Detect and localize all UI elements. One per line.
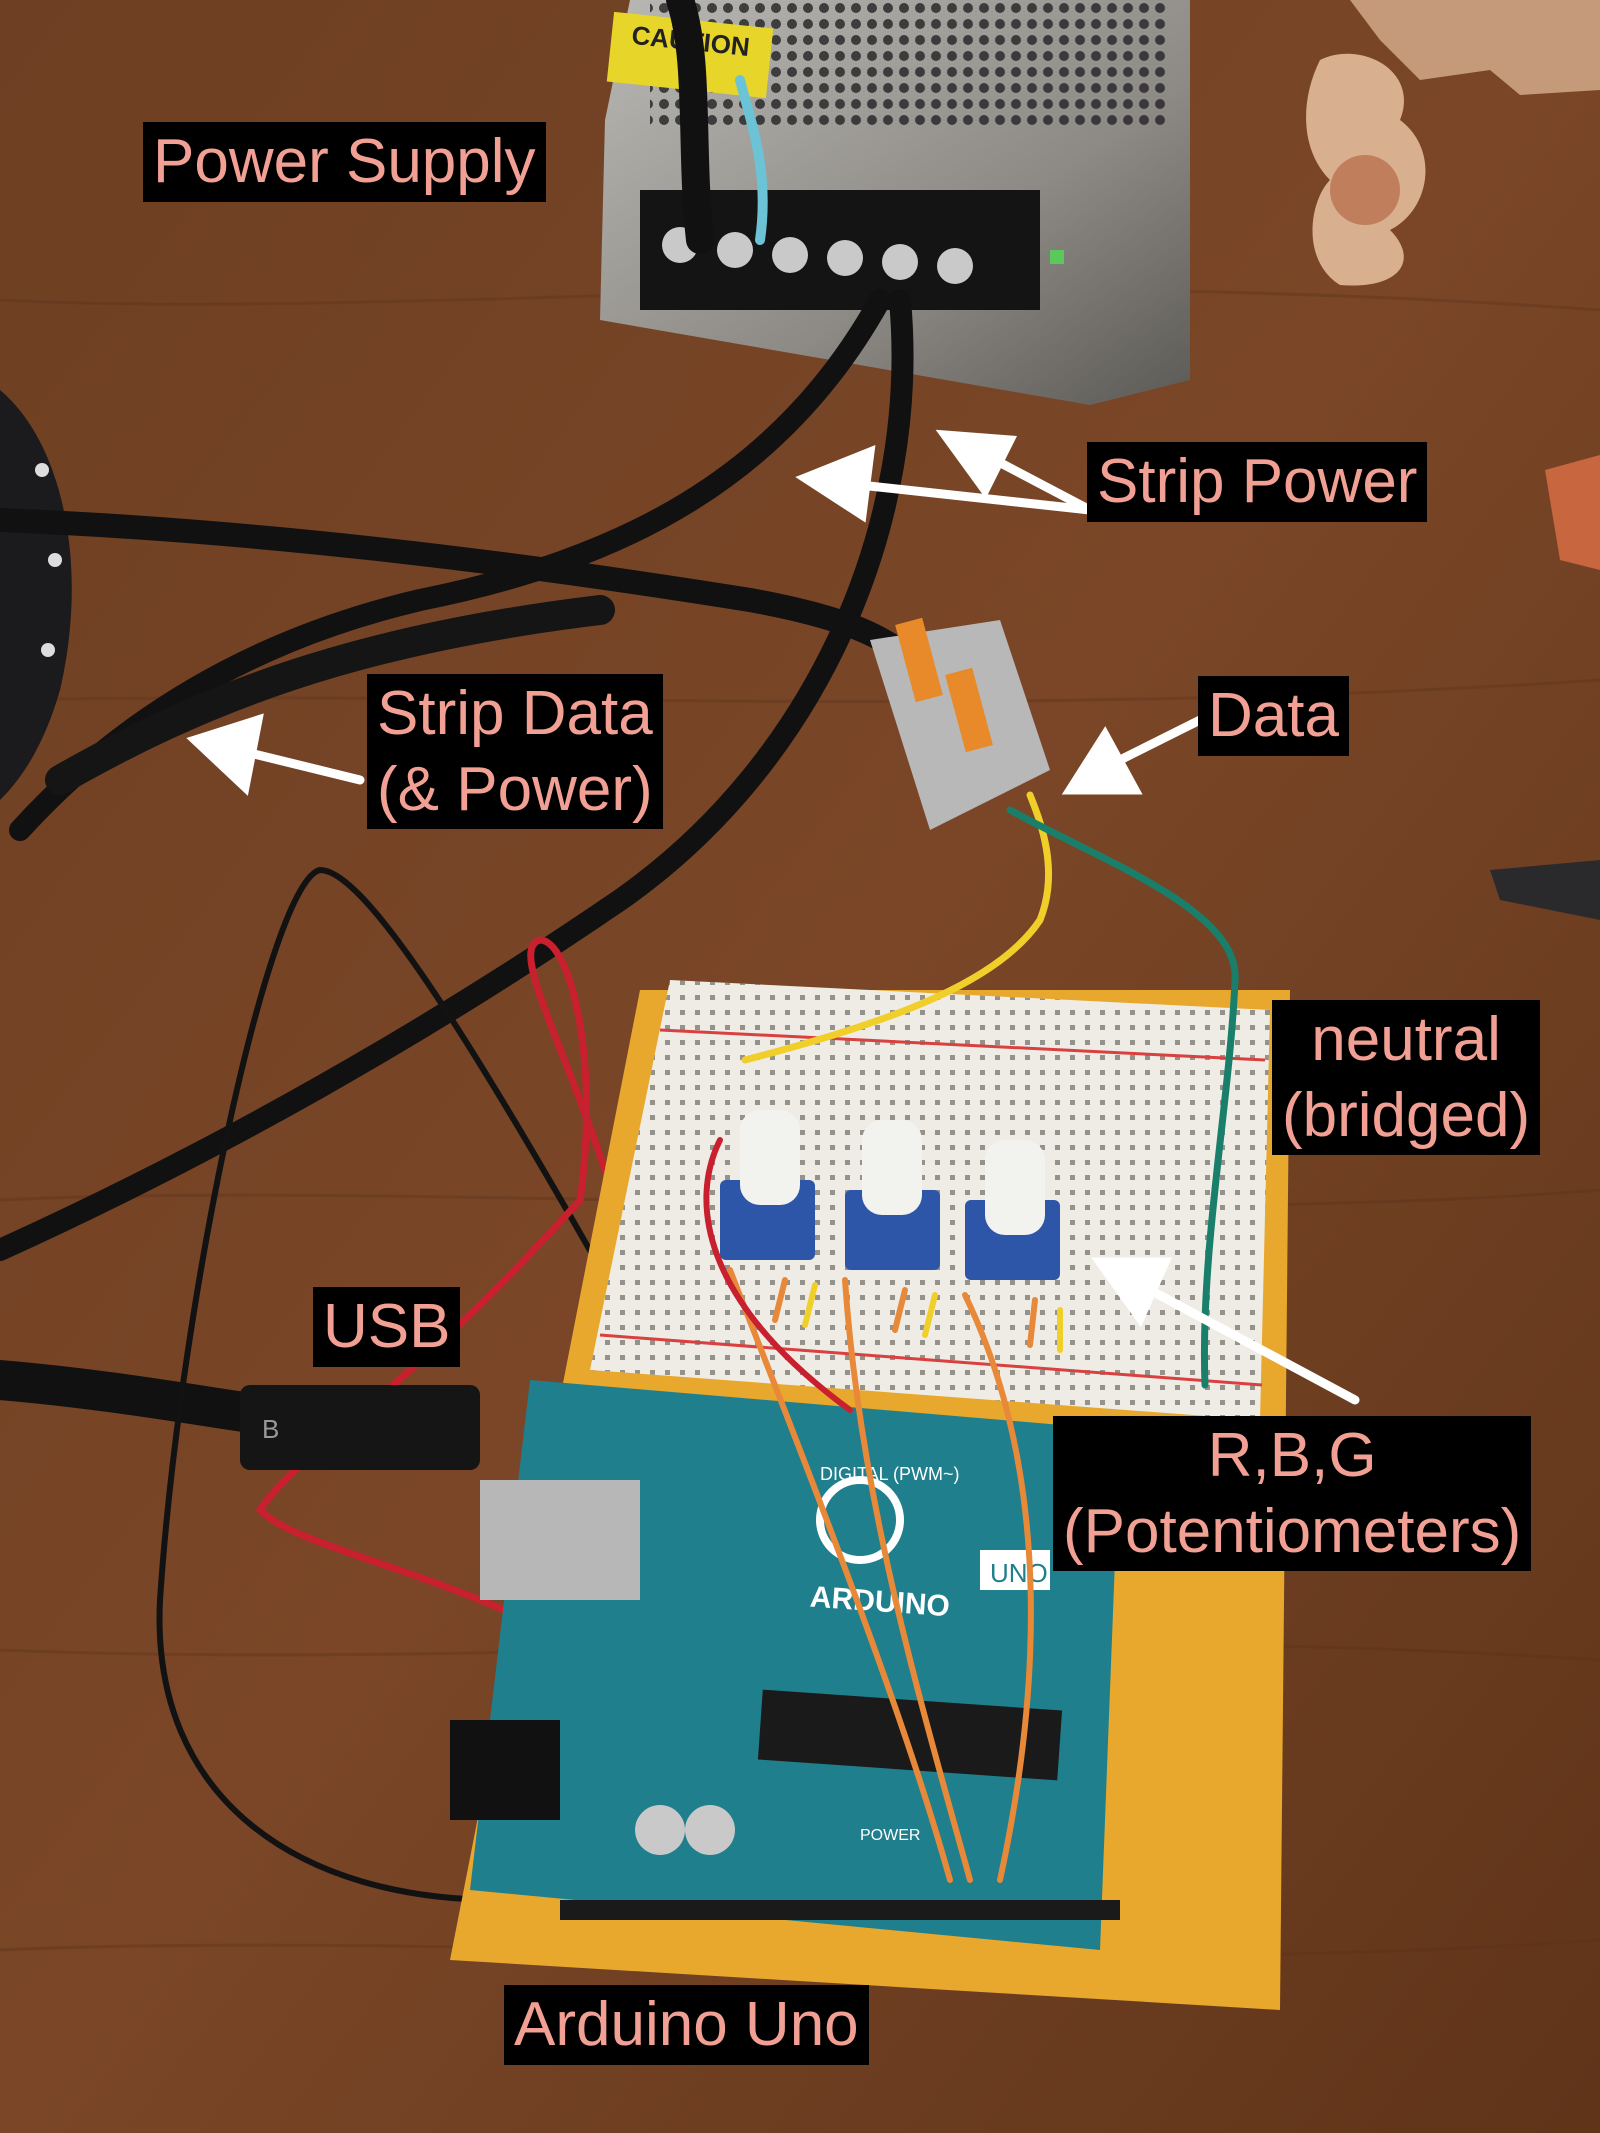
label-strip-power-text: Strip Power xyxy=(1097,447,1418,516)
label-rbg-line1: R,B,G xyxy=(1207,1421,1377,1490)
power-marking: POWER xyxy=(860,1827,920,1844)
annotation-arrows xyxy=(186,429,1360,1405)
label-strip-data-line2: (& Power) xyxy=(377,754,653,824)
label-arduino-uno-text: Arduino Uno xyxy=(514,1990,859,2059)
uno-marking: UNO xyxy=(990,1558,1048,1588)
label-power-supply: Power Supply xyxy=(143,122,546,202)
wago-connector xyxy=(870,617,1050,830)
label-rbg-line2: (Potentiometers) xyxy=(1063,1496,1522,1566)
potentiometers xyxy=(720,1110,1060,1280)
label-rbg-potentiometers: R,B,G (Potentiometers) xyxy=(1053,1416,1532,1572)
label-neutral-line1: neutral xyxy=(1311,1005,1501,1074)
label-strip-power: Strip Power xyxy=(1087,442,1428,522)
usb-b-marking: B xyxy=(262,1414,279,1444)
label-data: Data xyxy=(1198,676,1349,756)
label-strip-data: Strip Data (& Power) xyxy=(367,674,663,830)
label-neutral-line2: (bridged) xyxy=(1282,1080,1531,1150)
label-power-supply-text: Power Supply xyxy=(153,127,536,196)
puzzle-pieces xyxy=(1306,0,1600,920)
cables xyxy=(0,0,914,1904)
label-data-text: Data xyxy=(1208,681,1339,750)
jumper-wires xyxy=(703,791,1239,1883)
arduino-board: UNO ARDUINO DIGITAL (PWM~) POWER B xyxy=(240,1380,1120,1950)
label-usb-text: USB xyxy=(323,1292,451,1361)
label-usb: USB xyxy=(313,1287,461,1367)
digital-marking: DIGITAL (PWM~) xyxy=(820,1464,960,1484)
led-strip-spool xyxy=(0,390,72,800)
label-arduino-uno: Arduino Uno xyxy=(504,1985,869,2065)
label-neutral: neutral (bridged) xyxy=(1272,1000,1541,1156)
label-strip-data-line1: Strip Data xyxy=(377,679,653,748)
